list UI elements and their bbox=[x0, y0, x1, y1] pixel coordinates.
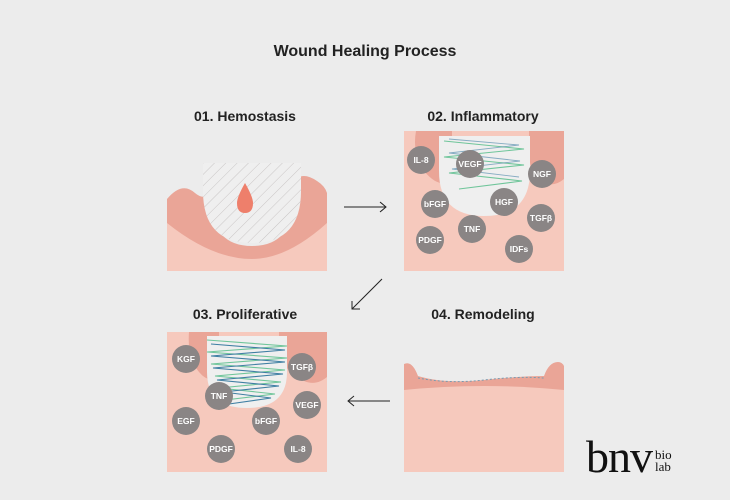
cell-tgfb: TGFβ bbox=[527, 204, 555, 232]
cell-label: VEGF bbox=[295, 400, 318, 410]
cell-label: bFGF bbox=[424, 199, 446, 209]
cell-ngf: NGF bbox=[528, 160, 556, 188]
cell-tgfb: TGFβ bbox=[288, 353, 316, 381]
cell-il8: IL-8 bbox=[407, 146, 435, 174]
cell-il8: IL-8 bbox=[284, 435, 312, 463]
cell-vegf: VEGF bbox=[456, 150, 484, 178]
cell-label: TGFβ bbox=[291, 362, 313, 372]
cell-label: HGF bbox=[495, 197, 513, 207]
page-title: Wound Healing Process bbox=[273, 43, 457, 60]
cell-label: VEGF bbox=[458, 159, 481, 169]
cell-label: PDGF bbox=[209, 444, 233, 454]
cell-egf: EGF bbox=[172, 407, 200, 435]
arrow-down-left-icon bbox=[351, 278, 383, 310]
arrow-left-icon bbox=[347, 395, 390, 407]
logo-sub-bottom: lab bbox=[655, 459, 671, 474]
brand-logo: bnv bio lab bbox=[586, 427, 672, 482]
logo-sub-text: bio lab bbox=[655, 447, 672, 474]
stage-title-inflammatory: 02. Inflammatory bbox=[427, 108, 539, 124]
blood-drop-icon bbox=[237, 183, 253, 213]
inflammatory-panel: IL-8 VEGF NGF bFGF HGF TGFβ PDGF TNF IDF… bbox=[404, 131, 564, 271]
cell-label: IL-8 bbox=[413, 155, 428, 165]
cell-vegf: VEGF bbox=[293, 391, 321, 419]
cell-label: KGF bbox=[177, 354, 195, 364]
remodeling-panel bbox=[404, 332, 564, 472]
cell-label: IL-8 bbox=[290, 444, 305, 454]
cell-hgf: HGF bbox=[490, 188, 518, 216]
cell-label: TNF bbox=[464, 224, 481, 234]
stage-title-proliferative: 03. Proliferative bbox=[192, 306, 298, 322]
cell-tnf: TNF bbox=[205, 382, 233, 410]
proliferative-panel: KGF TGFβ TNF VEGF EGF bFGF PDGF IL-8 bbox=[167, 332, 327, 472]
cell-label: TGFβ bbox=[530, 213, 552, 223]
arrow-right-icon bbox=[344, 201, 387, 213]
cell-label: bFGF bbox=[255, 416, 277, 426]
stage-title-remodeling: 04. Remodeling bbox=[431, 306, 535, 322]
cell-idfs: IDFs bbox=[505, 235, 533, 263]
logo-main-text: bnv bbox=[586, 431, 653, 482]
logo-sub-top: bio bbox=[655, 447, 672, 462]
cell-tnf: TNF bbox=[458, 215, 486, 243]
cell-label: NGF bbox=[533, 169, 551, 179]
cell-label: EGF bbox=[177, 416, 194, 426]
cell-pdgf: PDGF bbox=[207, 435, 235, 463]
stage-title-hemostasis: 01. Hemostasis bbox=[194, 108, 296, 124]
cell-bfgf: bFGF bbox=[421, 190, 449, 218]
cell-label: TNF bbox=[211, 391, 228, 401]
hemostasis-panel bbox=[167, 131, 327, 271]
cell-label: PDGF bbox=[418, 235, 442, 245]
cell-pdgf: PDGF bbox=[416, 226, 444, 254]
cell-label: IDFs bbox=[510, 244, 529, 254]
cell-bfgf: bFGF bbox=[252, 407, 280, 435]
cell-kgf: KGF bbox=[172, 345, 200, 373]
